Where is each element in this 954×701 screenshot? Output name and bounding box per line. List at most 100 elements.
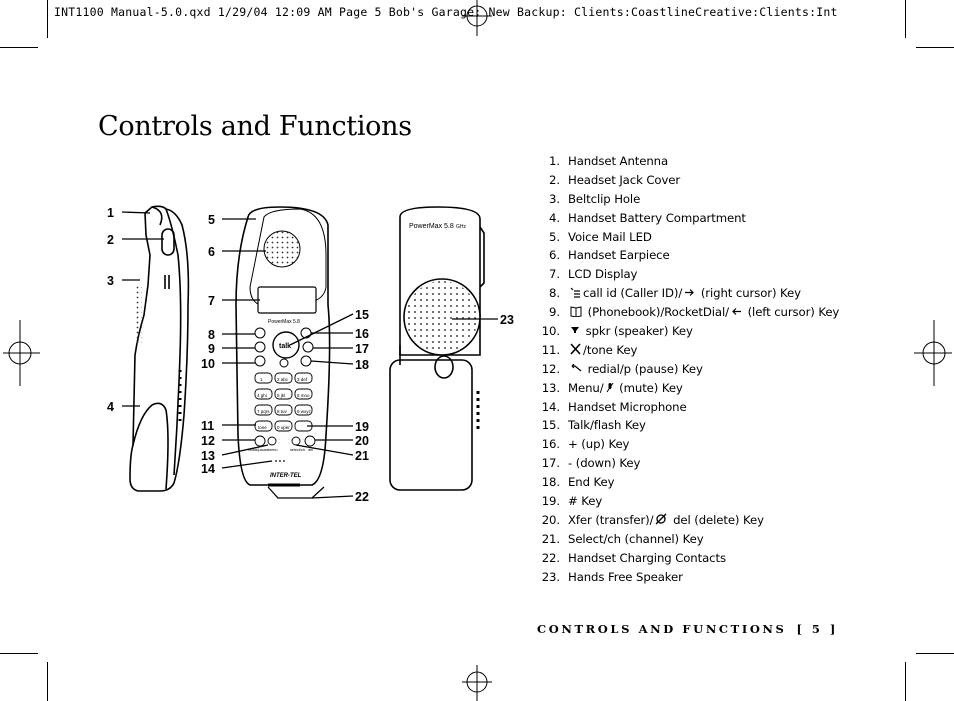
control-item: 11./tone Key	[530, 341, 839, 360]
leader-lines	[121, 211, 498, 499]
callout-5: 5	[208, 213, 215, 227]
control-text-tail: (mute) Key	[615, 380, 683, 395]
key-label: 7 pqrs	[257, 409, 270, 414]
callout-23: 23	[500, 313, 514, 327]
control-number: 21.	[541, 531, 560, 546]
redial-icon	[570, 363, 582, 376]
right-arrow-icon	[684, 287, 695, 300]
control-text: Handset Antenna	[568, 154, 669, 168]
control-text: Select/ch (channel) Key	[568, 531, 704, 546]
hands-free-grille	[406, 281, 478, 353]
control-item: 2. Headset Jack Cover	[530, 171, 839, 190]
tone-label: tone	[258, 425, 267, 430]
key-label: 1	[260, 377, 263, 382]
control-number: 23.	[541, 569, 560, 584]
control-text: spkr (speaker) Key	[582, 324, 693, 339]
callout-21: 21	[355, 449, 369, 463]
speaker-icon	[570, 325, 580, 338]
control-number: 1.	[549, 154, 560, 168]
registration-mark-right	[914, 320, 952, 386]
phonebook-icon	[570, 306, 582, 319]
control-item: 8. call id (Caller ID)/ (right cursor) Ke…	[530, 284, 839, 303]
delete-icon	[655, 513, 667, 527]
control-item: 18.End Key	[530, 473, 839, 492]
control-text: Xfer (transfer)/	[568, 512, 654, 527]
callout-16: 16	[355, 327, 369, 341]
crop-mark	[47, 662, 48, 701]
control-text: Menu/	[568, 380, 604, 395]
lcd-display	[257, 286, 317, 314]
control-text: Beltclip Hole	[568, 191, 641, 206]
handset-front-view: PowerMax 5.8 talk 1 2 abc 3 def 4 ghi 5 …	[235, 206, 331, 487]
footer-label: CONTROLS AND FUNCTIONS	[537, 622, 787, 636]
maker-logo: INTER-TEL	[270, 473, 302, 479]
callout-20: 20	[355, 434, 369, 448]
crop-mark	[916, 653, 954, 654]
callout-8: 8	[208, 328, 215, 342]
control-number: 12.	[541, 361, 560, 376]
control-number: 16.	[541, 437, 560, 452]
control-text: Headset Jack Cover	[568, 172, 681, 187]
key-label: 9 wxyz	[297, 409, 312, 414]
control-number: 17.	[541, 456, 560, 471]
page-number: [ 5 ]	[796, 622, 839, 636]
control-item: 7.LCD Display	[530, 265, 839, 284]
key-label: 2 abc	[277, 377, 289, 382]
key-label: 4 ghi	[257, 393, 267, 398]
control-item: 1. Handset Antenna	[530, 152, 839, 171]
handset-back-view	[389, 206, 485, 491]
control-text: Hands Free Speaker	[568, 569, 683, 584]
control-item: 19. # Key	[530, 492, 839, 511]
control-text: Handset Battery Compartment	[568, 210, 746, 225]
callout-6: 6	[208, 245, 215, 259]
running-footer: CONTROLS AND FUNCTIONS [ 5 ]	[537, 622, 838, 636]
callout-9: 9	[208, 342, 215, 356]
control-number: 19.	[541, 494, 560, 509]
control-item: 5.Voice Mail LED	[530, 228, 839, 247]
number-keypad	[254, 372, 316, 447]
menu-label: menu	[268, 448, 278, 452]
registration-mark-bottom	[462, 665, 492, 701]
control-number: 22.	[541, 550, 560, 565]
control-item: 12. redial/p (pause) Key	[530, 360, 839, 379]
handset-diagram: PowerMax 5.8 talk 1 2 abc 3 def 4 ghi 5 …	[107, 205, 514, 504]
mute-icon	[606, 382, 614, 395]
callout-11: 11	[201, 419, 214, 433]
talk-key-label: talk	[279, 343, 291, 350]
side-grille	[134, 285, 142, 345]
callid-icon	[570, 287, 581, 300]
control-text: Talk/flash Key	[568, 418, 646, 433]
back-brand-label: PowerMax 5.8	[409, 223, 454, 230]
control-number: 14.	[541, 399, 560, 414]
control-text-tail: (left cursor) Key	[743, 305, 840, 320]
control-number: 2.	[549, 172, 560, 187]
control-number: 20.	[541, 512, 560, 527]
front-brand-label: PowerMax 5.8	[268, 319, 300, 325]
control-text: # Key	[568, 494, 603, 509]
star-icon	[570, 343, 581, 357]
control-text-tail: (right cursor) Key	[697, 286, 801, 301]
callout-18: 18	[355, 358, 369, 372]
control-item: 14. Handset Microphone	[530, 398, 839, 417]
callout-12: 12	[201, 434, 215, 448]
control-number: 8.	[549, 286, 560, 301]
control-item: 13.Menu/ (mute) Key	[530, 379, 839, 398]
control-text: LCD Display	[568, 267, 638, 282]
back-brand-unit: GHz	[456, 224, 467, 230]
registration-mark-top	[462, 0, 492, 36]
control-text: call id (Caller ID)/	[583, 286, 683, 301]
callout-22: 22	[355, 490, 369, 504]
control-text: Handset Microphone	[568, 399, 687, 414]
control-text: End Key	[568, 475, 615, 490]
crop-mark	[916, 47, 954, 48]
control-number: 11.	[541, 342, 560, 357]
callout-2: 2	[107, 233, 114, 247]
callout-1: 1	[107, 206, 114, 220]
left-arrow-icon	[731, 306, 742, 319]
key-label: 6 mno	[297, 393, 310, 398]
control-text: redial/p (pause) Key	[584, 361, 703, 376]
control-item: 23. Hands Free Speaker	[530, 568, 839, 587]
key-label: 3 def	[297, 377, 308, 382]
control-text-tail: del (delete) Key	[669, 512, 764, 527]
